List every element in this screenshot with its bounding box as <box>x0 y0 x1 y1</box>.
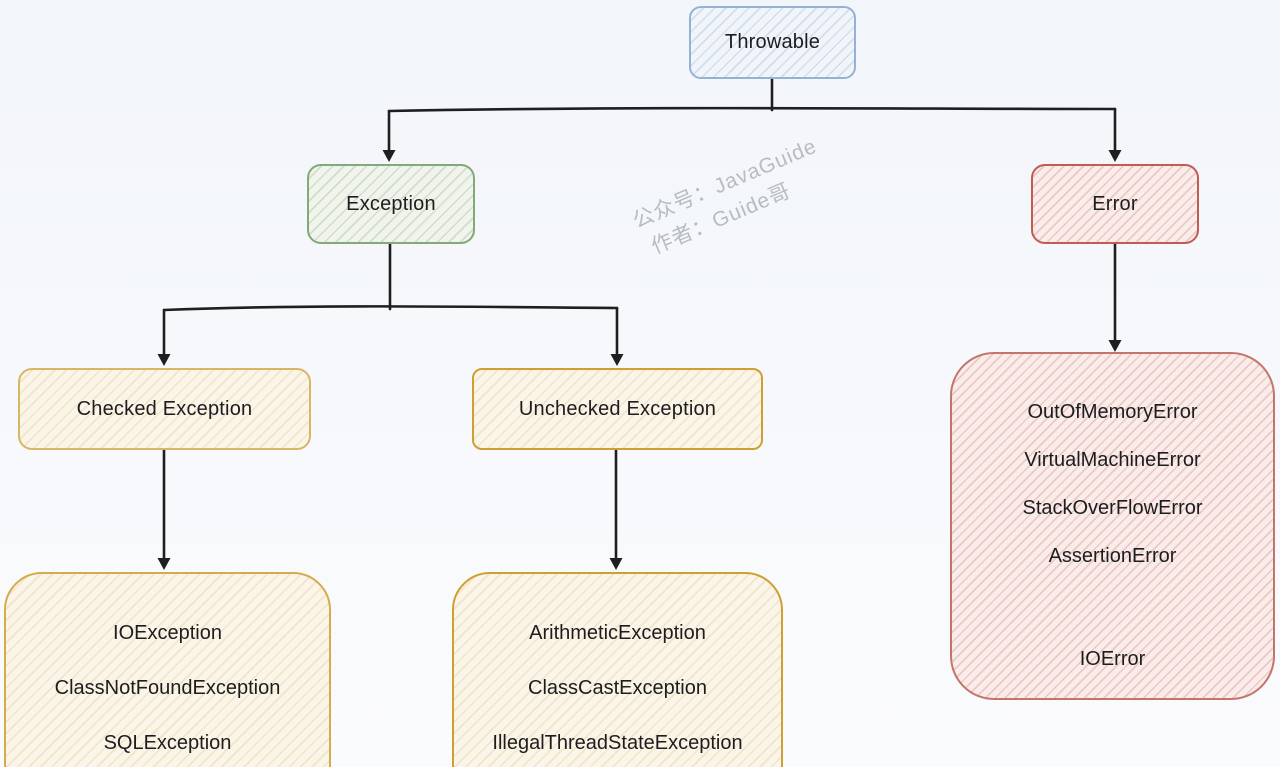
node-checked-exception: Checked Exception <box>18 368 311 450</box>
list-item: VirtualMachineError <box>1024 449 1201 471</box>
arrowhead-error <box>1108 150 1122 162</box>
edge-split-rail <box>162 305 619 312</box>
error-examples-box: OutOfMemoryError VirtualMachineError Sta… <box>950 352 1275 700</box>
node-exception: Exception <box>307 164 475 244</box>
list-item: ArithmeticException <box>529 622 706 644</box>
list-item: OutOfMemoryError <box>1027 401 1198 423</box>
node-error-label: Error <box>1092 192 1138 215</box>
list-item: IOException <box>113 622 222 644</box>
node-throwable: Throwable <box>689 6 856 79</box>
watermark: 公众号：JavaGuide 作者：Guide哥 <box>628 131 834 265</box>
arrowhead-checked-list <box>157 558 171 570</box>
arrowhead-checked <box>157 354 171 366</box>
edge-top-rail <box>387 106 1117 113</box>
node-exception-label: Exception <box>346 192 436 215</box>
arrowhead-exception <box>382 150 396 162</box>
list-item: AssertionError <box>1048 545 1177 567</box>
list-item: ClassNotFoundException <box>54 677 281 699</box>
node-unchecked-exception-label: Unchecked Exception <box>518 397 717 420</box>
node-error: Error <box>1031 164 1199 244</box>
list-item: IOError <box>1079 648 1146 670</box>
arrowhead-unchecked-list <box>609 558 623 570</box>
arrowhead-error-list <box>1108 340 1122 352</box>
list-item: StackOverFlowError <box>1022 497 1203 519</box>
checked-exception-examples-box: IOException ClassNotFoundException SQLEx… <box>4 572 331 767</box>
node-checked-exception-label: Checked Exception <box>76 397 253 420</box>
watermark-line1: 公众号：JavaGuide <box>629 134 821 233</box>
unchecked-exception-examples-box: ArithmeticException ClassCastException I… <box>452 572 783 767</box>
node-unchecked-exception: Unchecked Exception <box>472 368 763 450</box>
list-item: IllegalThreadStateException <box>492 732 743 754</box>
list-item: ClassCastException <box>528 677 707 699</box>
list-item: SQLException <box>103 732 232 754</box>
node-throwable-label: Throwable <box>724 31 821 53</box>
watermark-line2: 作者：Guide哥 <box>648 179 795 259</box>
arrowhead-unchecked <box>610 354 624 366</box>
